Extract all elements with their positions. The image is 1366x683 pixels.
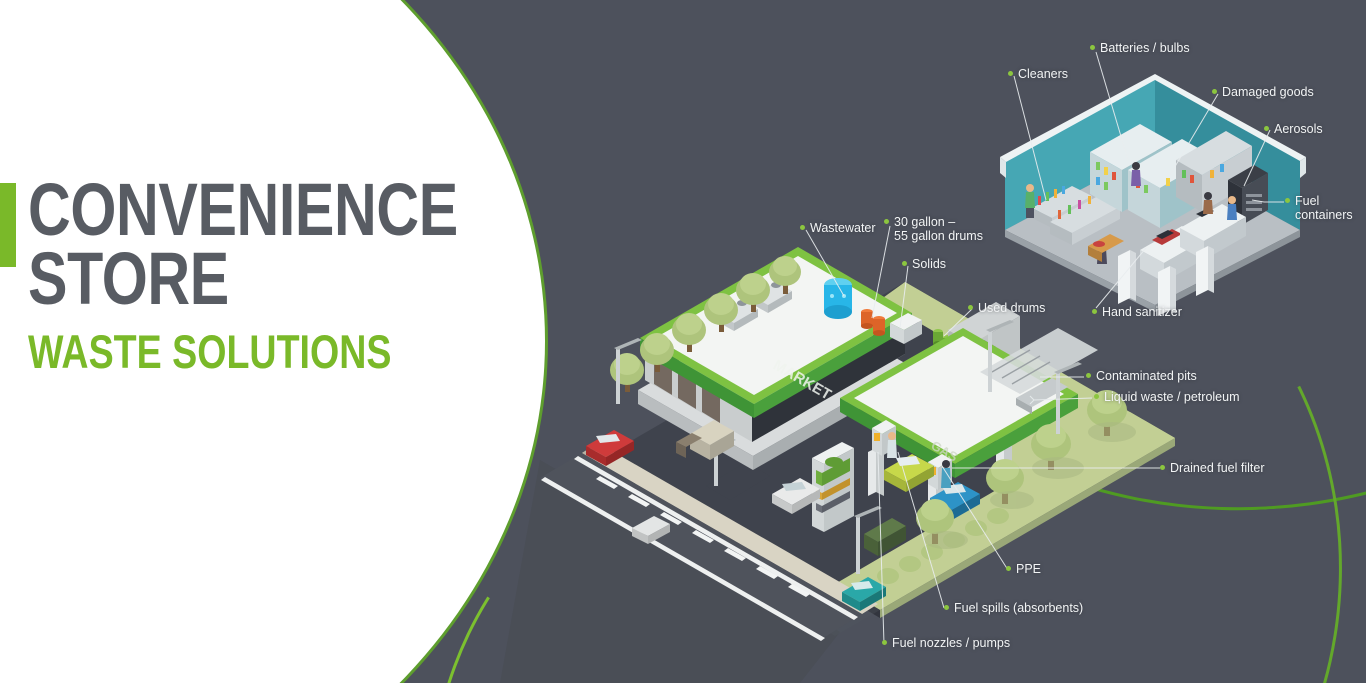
callout-label-text: 30 gallon –: [894, 215, 956, 229]
light-poles: [614, 320, 1082, 574]
callout-fuel-spills: Fuel spills (absorbents): [944, 601, 1083, 615]
callout-label-text: Wastewater: [810, 221, 876, 235]
callout-bullet-icon: [1086, 373, 1091, 378]
decorative-arc-middle: [452, 69, 1366, 683]
callout-label-text: Drained fuel filter: [1170, 461, 1265, 475]
callout-label-text: PPE: [1016, 562, 1042, 576]
decorative-arc-top-right: [776, 0, 1366, 534]
callout-label-text: Batteries / bulbs: [1100, 41, 1190, 55]
callout-label-text: Liquid waste / petroleum: [1104, 390, 1240, 404]
callout-solids: Solids: [902, 257, 946, 271]
white-panel-fill: [0, 0, 300, 683]
callout-bullet-icon: [1008, 71, 1013, 76]
accent-bar: [0, 183, 16, 267]
callout-bullet-icon: [1092, 309, 1097, 314]
site-ground: [612, 282, 1175, 618]
landscaping: [610, 256, 1136, 584]
callout-label-text: Used drums: [978, 301, 1046, 315]
callout-damaged-goods: Damaged goods: [1212, 85, 1314, 99]
callout-gallon-drums: 30 gallon – 55 gallon drums: [884, 215, 983, 243]
callout-label-text: Solids: [912, 257, 947, 271]
fuel-canopy: GAS: [840, 328, 1078, 528]
waste-equipment-area: [824, 278, 1020, 386]
callout-batteries-bulbs: Batteries / bulbs: [1090, 41, 1190, 55]
callout-contaminated-pits: Contaminated pits: [1086, 369, 1197, 383]
callout-bullet-icon: [1264, 126, 1269, 131]
street: [500, 443, 880, 683]
callout-bullet-icon: [800, 225, 805, 230]
callout-label-text-line2: containers: [1295, 208, 1353, 222]
page-title-line1: CONVENIENCE: [28, 168, 458, 251]
title-block: CONVENIENCE STORE WASTE SOLUTIONS: [0, 168, 565, 378]
callout-leader-lines: [805, 51, 1284, 645]
callout-label-text: Damaged goods: [1222, 85, 1314, 99]
callout-liquid-waste: Liquid waste / petroleum: [1094, 390, 1240, 404]
callout-hand-sanitizer: Hand sanitizer: [1092, 305, 1182, 319]
callout-label-text: Aerosols: [1274, 122, 1323, 136]
callout-bullet-icon: [968, 305, 973, 310]
callout-drained-fuel-filter: Drained fuel filter: [1160, 461, 1265, 475]
vehicles: [586, 420, 886, 611]
callout-label-text: Cleaners: [1018, 67, 1069, 81]
callout-bullet-icon: [1094, 394, 1099, 399]
callout-bullet-icon: [1160, 465, 1165, 470]
callout-label-text: Fuel spills (absorbents): [954, 601, 1084, 615]
callout-label-text-line2: 55 gallon drums: [894, 229, 983, 243]
callout-bullet-icon: [1285, 198, 1290, 203]
callout-bullet-icon: [882, 640, 887, 645]
callout-cleaners: Cleaners: [1008, 67, 1068, 81]
callout-bullet-icon: [884, 219, 889, 224]
svg-text:MARKET: MARKET: [770, 357, 834, 404]
callout-label-text: Hand sanitizer: [1102, 305, 1182, 319]
callout-fuel-containers: Fuel containers: [1285, 194, 1353, 222]
callout-aerosols: Aerosols: [1264, 122, 1323, 136]
callout-fuel-nozzles: Fuel nozzles / pumps: [882, 636, 1010, 650]
callout-bullet-icon: [1006, 566, 1011, 571]
callout-wastewater: Wastewater: [800, 221, 876, 235]
contaminated-pits: [980, 328, 1098, 414]
page-subtitle: WASTE SOLUTIONS: [28, 324, 392, 378]
page-title-line2: STORE: [28, 236, 229, 320]
callout-bullet-icon: [1090, 45, 1095, 50]
svg-text:GAS: GAS: [929, 438, 961, 465]
callout-label-text: Fuel: [1295, 194, 1320, 208]
callout-label-text: Contaminated pits: [1096, 369, 1197, 383]
callout-bullet-icon: [902, 261, 907, 266]
callout-label-group: 30 gallon – 55 gallon drums: [894, 215, 983, 243]
callout-bullet-icon: [1212, 89, 1217, 94]
price-sign-pylon: [812, 442, 854, 532]
callout-used-drums: Used drums: [968, 301, 1045, 315]
callout-ppe: PPE: [1006, 562, 1041, 576]
callout-bullet-icon: [944, 605, 949, 610]
callout-label-text: Fuel nozzles / pumps: [892, 636, 1011, 650]
callout-label-group: Fuel containers: [1295, 194, 1353, 222]
store-interior-cutaway: [1000, 74, 1306, 316]
dumpster-area: [864, 518, 906, 556]
store-building: MARKET: [638, 247, 912, 470]
